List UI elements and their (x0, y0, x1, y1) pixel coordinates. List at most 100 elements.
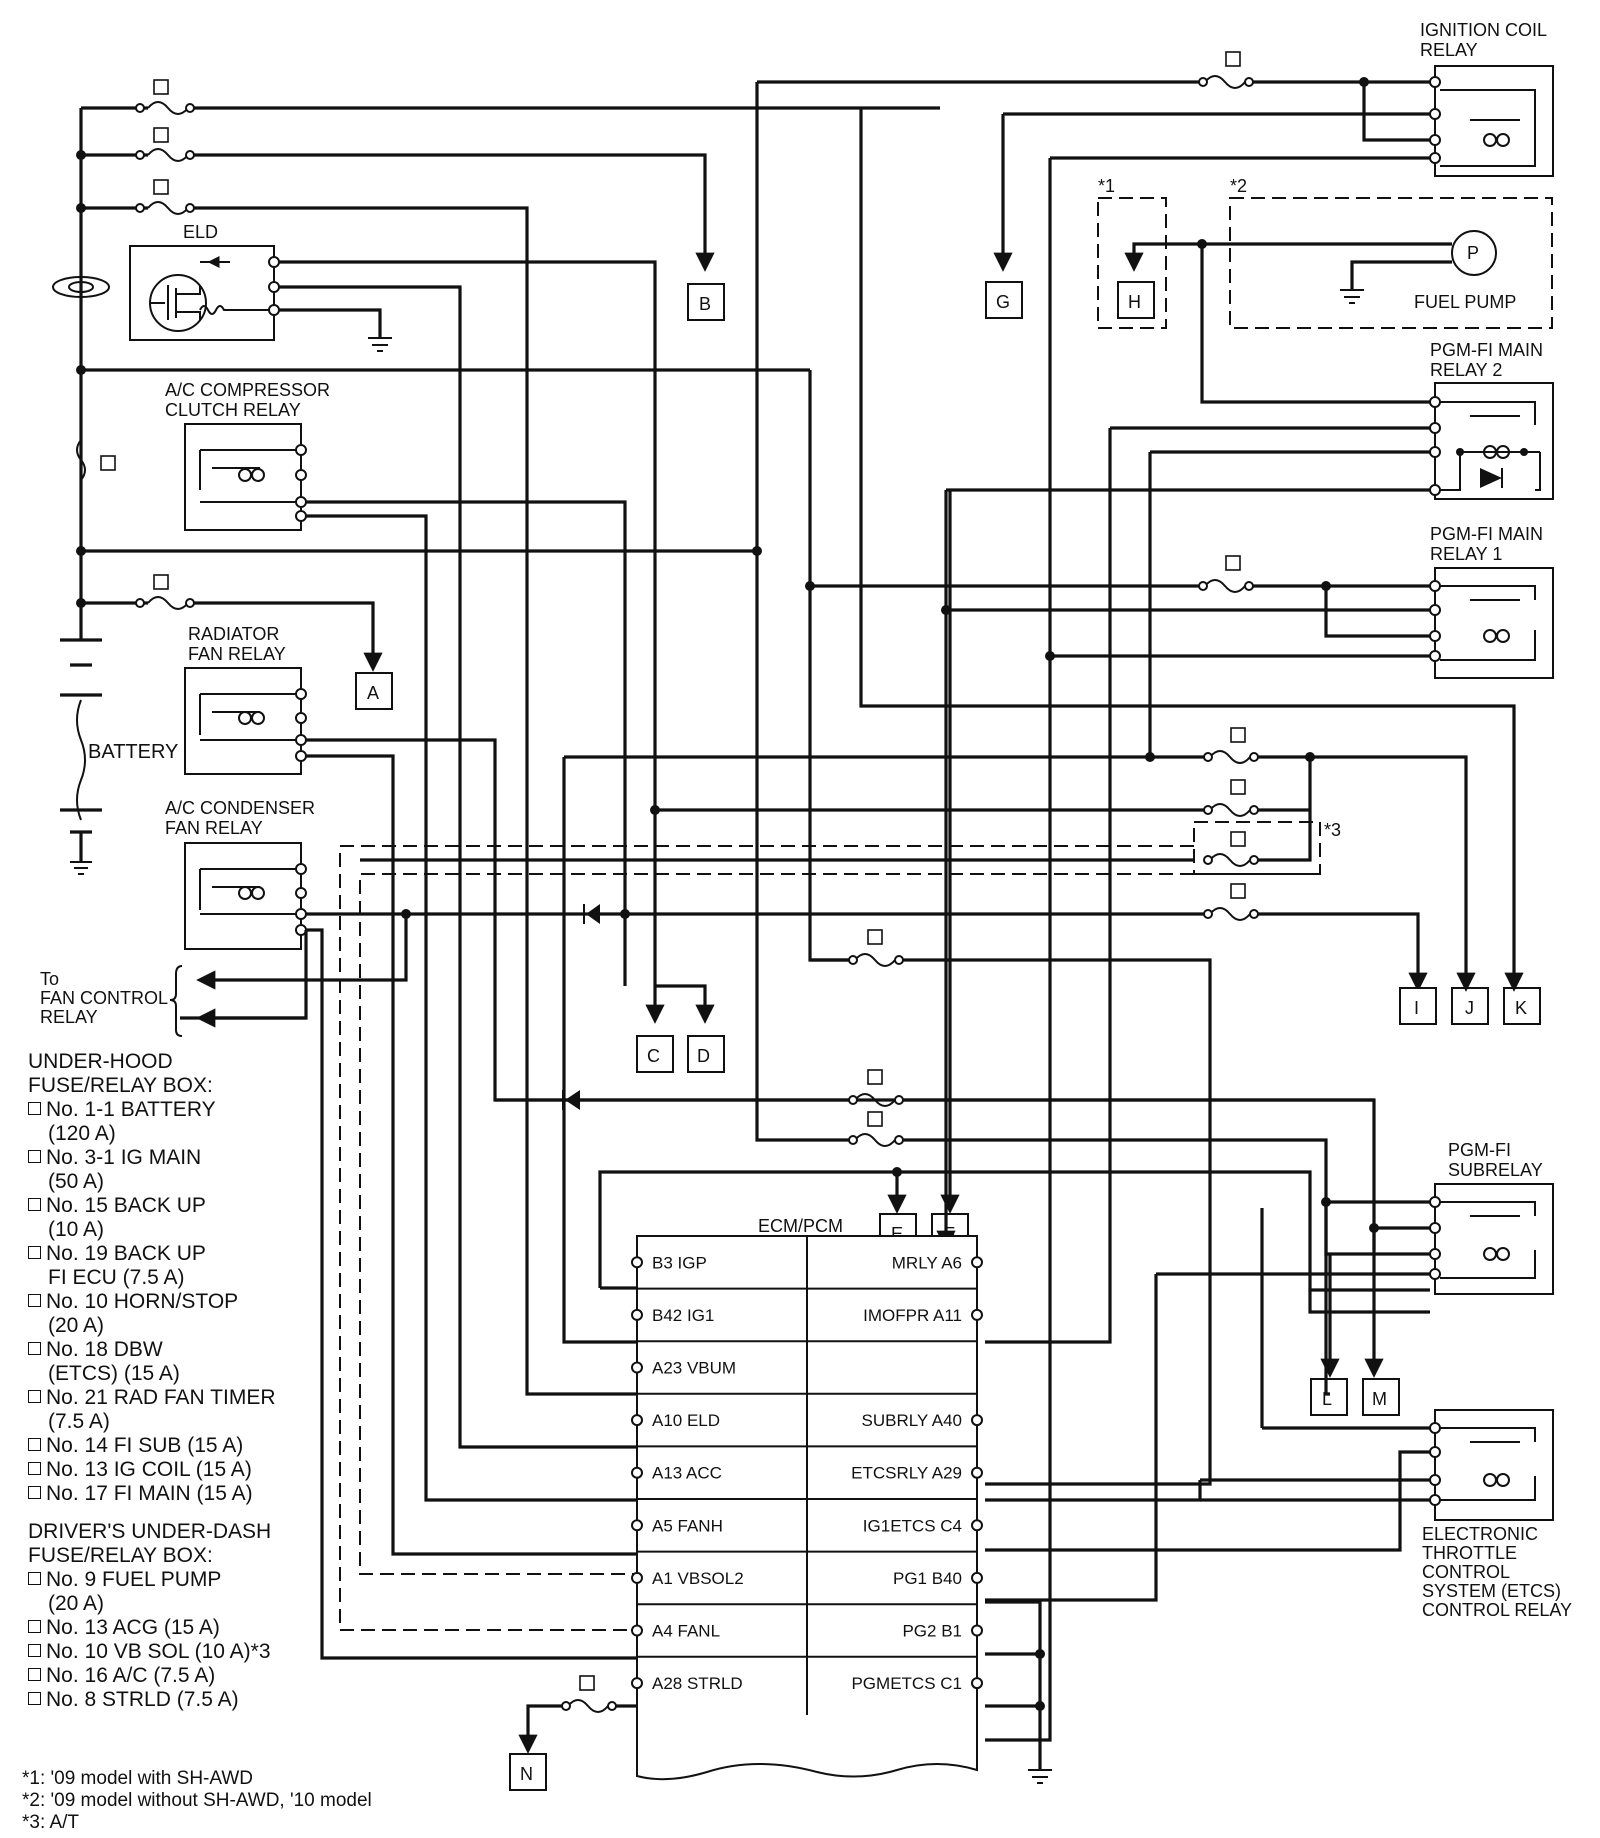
underdash-item: No. 13 ACG (15 A) (28, 1616, 271, 1640)
connector-b: B (699, 294, 711, 314)
pgmfi-main2-label-2: RELAY 2 (1430, 360, 1502, 380)
etcs-label-5: CONTROL RELAY (1422, 1600, 1572, 1620)
underhood-item-text: No. 17 FI MAIN (15 A) (46, 1482, 253, 1505)
star2-label: *2 (1230, 176, 1247, 196)
option-1-region: *1 (1097, 176, 1167, 329)
connector-l: L (1322, 1389, 1332, 1409)
ac-condenser-label-1: A/C CONDENSER (165, 798, 315, 818)
underhood-item-text: No. 14 FI SUB (15 A) (46, 1434, 244, 1457)
ac-compressor-relay: A/C COMPRESSOR CLUTCH RELAY (165, 380, 637, 1502)
ecm-pin-right (971, 1624, 983, 1637)
footnote-1: *1: '09 model with SH-AWD (22, 1768, 253, 1789)
battery-bus (52, 106, 810, 610)
connector-n: N (520, 1764, 533, 1784)
underhood-item: No. 21 RAD FAN TIMER (28, 1386, 276, 1410)
etcs-label-4: SYSTEM (ETCS) (1422, 1581, 1561, 1601)
underhood-item: FI ECU (7.5 A) (28, 1266, 276, 1290)
underhood-title-2: FUSE/RELAY BOX: (28, 1074, 213, 1097)
ecm-pin-left (631, 1624, 643, 1637)
underhood-item: (120 A) (28, 1122, 276, 1146)
ecm-pin-left-label: B3 IGP (652, 1253, 707, 1272)
ac-condenser-label-2: FAN RELAY (165, 818, 263, 838)
battery-symbol: BATTERY (60, 610, 178, 875)
ecm-pin-left (631, 1677, 643, 1690)
underdash-title-2: FUSE/RELAY BOX: (28, 1544, 213, 1567)
fuse-icon (28, 1668, 41, 1681)
underdash-item: (20 A) (28, 1592, 271, 1616)
footnotes: *1: '09 model with SH-AWD *2: '09 model … (22, 1768, 372, 1834)
fuse-icon (28, 1198, 41, 1211)
fuse-icon (28, 1462, 41, 1475)
ecm-pin-left (631, 1361, 643, 1374)
fuse-icon (28, 1342, 41, 1355)
ecm-pin-left (631, 1414, 643, 1427)
underhood-item: No. 15 BACK UP (28, 1194, 276, 1218)
option-2-region: *2 P FUEL PUMP (1124, 176, 1553, 404)
etcs-label-3: CONTROL (1422, 1562, 1510, 1582)
underhood-item-text: No. 3-1 IG MAIN (46, 1146, 202, 1169)
fuse-icon (28, 1644, 41, 1657)
ecm-pin-left-label: A1 VBSOL2 (652, 1569, 744, 1588)
pgmfi-subrelay: PGM-FI SUBRELAY (985, 1140, 1554, 1602)
underhood-item: No. 3-1 IG MAIN (28, 1146, 276, 1170)
ecm-pin-right-label: MRLY A6 (892, 1253, 962, 1272)
fuse-icon (28, 1486, 41, 1499)
underdash-item-text: No. 10 VB SOL (10 A)*3 (46, 1640, 271, 1663)
underhood-item: No. 18 DBW (28, 1338, 276, 1362)
underhood-item: No. 10 HORN/STOP (28, 1290, 276, 1314)
to-fan-control-2: FAN CONTROL (40, 988, 168, 1008)
legend-underdash: DRIVER'S UNDER-DASH FUSE/RELAY BOX: No. … (28, 1520, 271, 1712)
ecm-pin-left-label: A5 FANH (652, 1516, 723, 1535)
eld-component: ELD (129, 222, 705, 1449)
connector-i: I (1414, 998, 1419, 1018)
ecm-pin-left (631, 1571, 643, 1584)
connector-d: D (697, 1046, 710, 1066)
underhood-item-text: (7.5 A) (48, 1410, 110, 1433)
connector-g: G (996, 292, 1010, 312)
ecm-pin-left (631, 1519, 643, 1532)
underhood-item-text: (120 A) (48, 1122, 116, 1145)
connector-h: H (1128, 292, 1141, 312)
fuse-icon (28, 1620, 41, 1633)
ecm-pin-right (971, 1308, 983, 1321)
ecm-pin-left (631, 1256, 643, 1269)
fuse-icon (28, 1150, 41, 1163)
pgmfi-main-relay-1: PGM-FI MAIN RELAY 1 (805, 370, 1554, 962)
fuse-icon (28, 1692, 41, 1705)
connector-m: M (1372, 1389, 1387, 1409)
ecm-pin-left (631, 1466, 643, 1479)
underdash-item-text: No. 9 FUEL PUMP (46, 1568, 222, 1591)
underhood-item-text: No. 1-1 BATTERY (46, 1098, 216, 1121)
radiator-fan-label-2: FAN RELAY (188, 644, 286, 664)
fuse-icon (28, 1246, 41, 1259)
underdash-item: No. 9 FUEL PUMP (28, 1568, 271, 1592)
radiator-fan-label-1: RADIATOR (188, 624, 279, 644)
underhood-item-text: (10 A) (48, 1218, 105, 1241)
eld-label: ELD (183, 222, 218, 242)
pgmfi-sub-label-2: SUBRELAY (1448, 1160, 1543, 1180)
underhood-item-text: (50 A) (48, 1170, 105, 1193)
ecm-pin-right (971, 1571, 983, 1584)
underhood-item-text: No. 21 RAD FAN TIMER (46, 1386, 276, 1409)
underdash-item-text: (20 A) (48, 1592, 105, 1615)
etcs-control-relay: ELECTRONIC THROTTLE CONTROL SYSTEM (ETCS… (985, 1208, 1572, 1620)
fuse-icon (28, 1102, 41, 1115)
ecm-pin-right (971, 1519, 983, 1532)
underhood-item: No. 13 IG COIL (15 A) (28, 1458, 276, 1482)
underdash-item: No. 10 VB SOL (10 A)*3 (28, 1640, 271, 1664)
connector-k: K (1515, 998, 1527, 1018)
underhood-item: No. 17 FI MAIN (15 A) (28, 1482, 276, 1506)
pgmfi-main1-label-2: RELAY 1 (1430, 544, 1502, 564)
underdash-item-text: No. 16 A/C (7.5 A) (46, 1664, 216, 1687)
ecm-pin-left-label: B42 IG1 (652, 1306, 714, 1325)
etcs-label-2: THROTTLE (1422, 1543, 1517, 1563)
underdash-item-text: No. 8 STRLD (7.5 A) (46, 1688, 239, 1711)
ecm-label: ECM/PCM (758, 1216, 843, 1236)
ac-compressor-label-1: A/C COMPRESSOR (165, 380, 330, 400)
underdash-item: No. 16 A/C (7.5 A) (28, 1664, 271, 1688)
ecm-pin-right-label: IG1ETCS C4 (863, 1516, 962, 1535)
underhood-item: No. 14 FI SUB (15 A) (28, 1434, 276, 1458)
ignition-coil-relay: IGNITION COIL RELAY (757, 20, 1554, 1742)
ecm-pin-right-label: ETCSRLY A29 (851, 1464, 962, 1483)
footnote-3: *3: A/T (22, 1812, 80, 1833)
